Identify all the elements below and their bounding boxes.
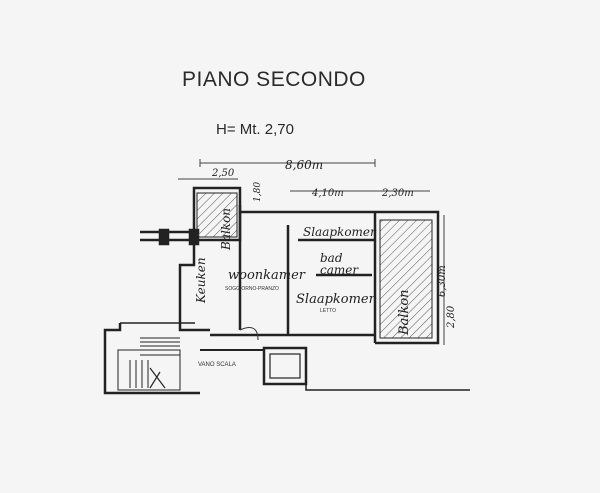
room-label-bad: bad [320,251,343,265]
dim-middle: 4,10m [311,188,344,199]
room-label-soggiorno: SOGGIORNO-PRANZO [225,286,279,292]
room-label-slaapkamer-top: Slaapkomer [303,225,377,239]
plan-title: PIANO SECONDO [182,68,366,91]
stair-block [103,322,470,395]
dim-depth: 6,30m [437,265,448,297]
room-label-vano-scala: VANO SCALA [198,362,236,368]
walls [140,186,440,345]
room-label-slaapkamer-bottom: Slaapkomer [296,292,376,307]
dim-right: 2,30m [381,188,414,199]
balcony-right-hatch [379,219,433,339]
room-label-letto: LETTO [320,308,336,314]
room-label-woonkamer: woonkamer [228,268,306,283]
room-label-camer: camer [320,263,359,277]
balcony-left-hatch [196,192,238,238]
door-swing [239,327,259,341]
room-label-balkon-right: Balkon [397,289,412,336]
room-label-balkon-left: Balkon [219,208,233,251]
dim-left: 2,50 [211,168,235,179]
dimension-lines [178,159,445,345]
dim-total-width: 8,60m [285,158,323,172]
dim-depth-lower: 2,80 [446,305,457,329]
ceiling-height: H= Mt. 2,70 [216,121,294,138]
room-label-keuken: Keuken [194,257,208,304]
dim-balcony-small: 1,80 [253,182,263,202]
